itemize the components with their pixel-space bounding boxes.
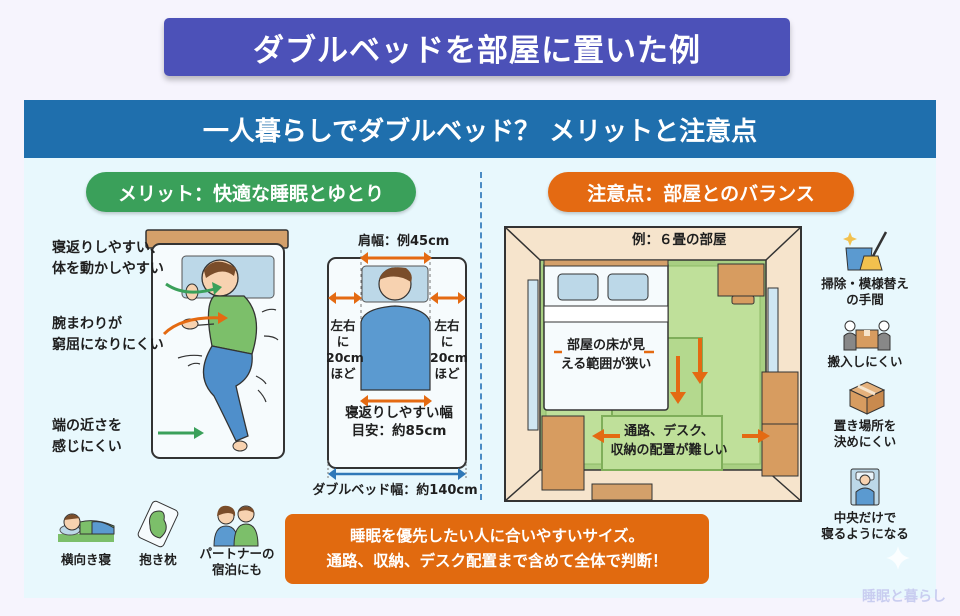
couple-icon <box>213 505 259 547</box>
summary-banner: 睡眠を優先したい人に合いやすいサイズ。 通路、収納、デスク配置まで含めて全体で判… <box>285 514 709 584</box>
room-title: 例：６畳の部屋 <box>632 232 727 248</box>
caution-delivery: 搬入しにくい <box>827 354 903 369</box>
cleaning-icon <box>843 231 888 271</box>
page-title: ダブルベッドを部屋に置いた例 <box>164 18 790 76</box>
layout-difficulty-note: 通路、デスク、 収納の配置が難しい <box>610 424 728 458</box>
bed-sleeping-illustration <box>145 229 289 459</box>
shoulder-width-label: 肩幅：例45cm <box>358 234 450 249</box>
merit-label-arms: 腕まわりが 窮屈になりにくい <box>52 316 164 353</box>
merit-label-edge: 端の近さを 感じにくい <box>52 418 122 455</box>
turn-width-label: 寝返りしやすい幅 目安：約85cm <box>345 405 453 439</box>
merits-pill: メリット：快適な睡眠とゆとり <box>86 172 416 212</box>
floor-space-note: 部屋の床が見 える範囲が狭い <box>560 338 652 372</box>
cautions-pill: 注意点：部屋とのバランス <box>548 172 854 212</box>
moving-icon <box>843 320 891 351</box>
center-sleep-icon <box>850 468 880 506</box>
watermark: 睡眠と暮らし <box>862 589 946 605</box>
green-arrow-icon <box>165 282 222 295</box>
body-pillow-icon <box>137 500 179 548</box>
use-case-body-pillow: 抱き枕 <box>139 552 177 567</box>
box-icon <box>848 381 886 415</box>
section-divider <box>480 172 482 500</box>
orange-arrow-icon <box>162 312 228 336</box>
caution-cleaning: 掃除・模様替え の手間 <box>821 276 909 307</box>
use-case-side-sleeping: 横向き寝 <box>60 552 111 567</box>
right-margin-label: 左右に 20cm ほど <box>430 318 468 381</box>
side-sleeper-icon <box>58 513 115 542</box>
merit-label-turning: 寝返りしやすい、 体を動かしやすい <box>52 240 164 277</box>
infographic-panel: 一人暮らしでダブルベッド？ メリットと注意点 メリット：快適な睡眠とゆとり 注意… <box>24 100 936 598</box>
use-case-partner-stay: パートナーの 宿泊にも <box>199 546 275 577</box>
caution-placement: 置き場所を 決めにくい <box>833 418 897 449</box>
double-bed-width-label: ダブルベッド幅：約140cm <box>312 483 478 498</box>
infographic-heading: 一人暮らしでダブルベッド？ メリットと注意点 <box>24 100 936 158</box>
sparkle-icon <box>886 546 910 570</box>
green-arrow-icon <box>158 427 204 439</box>
left-margin-label: 左右に 20cm ほど <box>326 318 364 381</box>
caution-center-sleep: 中央だけで 寝るようになる <box>821 510 909 541</box>
bed-width-diagram <box>327 250 467 480</box>
room-floor-plan <box>504 226 802 502</box>
